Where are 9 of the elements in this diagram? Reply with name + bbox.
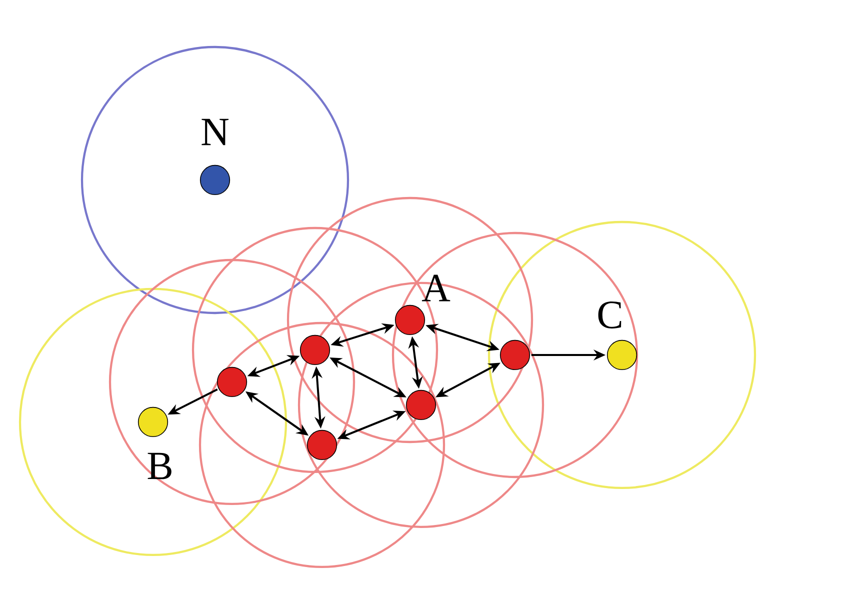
point-label: B <box>148 452 172 480</box>
point-label: C <box>598 302 622 328</box>
point <box>306 430 338 460</box>
point-label: N <box>202 118 229 146</box>
point-label: A <box>422 274 450 302</box>
point <box>216 366 248 398</box>
point <box>406 390 436 420</box>
point <box>500 340 530 370</box>
point <box>300 334 330 366</box>
